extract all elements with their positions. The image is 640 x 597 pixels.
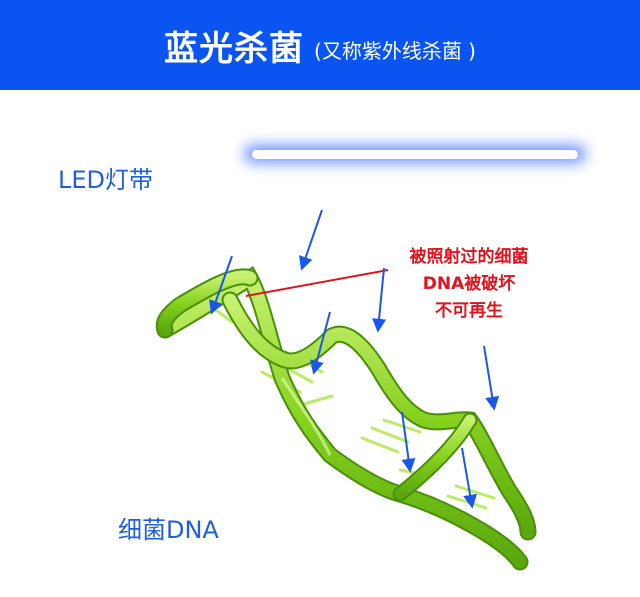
annotation-line-3: 不可再生 [435,301,503,321]
annotation-line-1: 被照射过的细菌 [409,247,529,267]
ray-arrow-4 [310,311,331,375]
annotation-line-2: DNA被破坏 [422,274,516,294]
title-banner: 蓝光杀菌 (又称紫外线杀菌 ) [0,0,640,90]
led-strip-icon [244,145,586,163]
annotation-text: 被照射过的细菌 DNA被破坏 不可再生 [384,244,554,325]
ray-arrow-7 [461,447,477,509]
page-title: 蓝光杀菌 [164,28,305,69]
page-subtitle: (又称紫外线杀菌 ) [314,38,476,63]
ray-arrow-6 [401,411,416,473]
light-ray-arrows-icon [209,209,500,509]
annotation-leader-line [245,269,389,297]
ray-arrow-2 [209,255,233,315]
bacteria-dna-label: 细菌DNA [118,516,219,544]
led-strip-label: LED灯带 [58,166,154,194]
ray-arrow-5 [483,345,500,411]
ray-arrow-1 [299,209,323,271]
ray-arrow-3 [372,267,387,333]
